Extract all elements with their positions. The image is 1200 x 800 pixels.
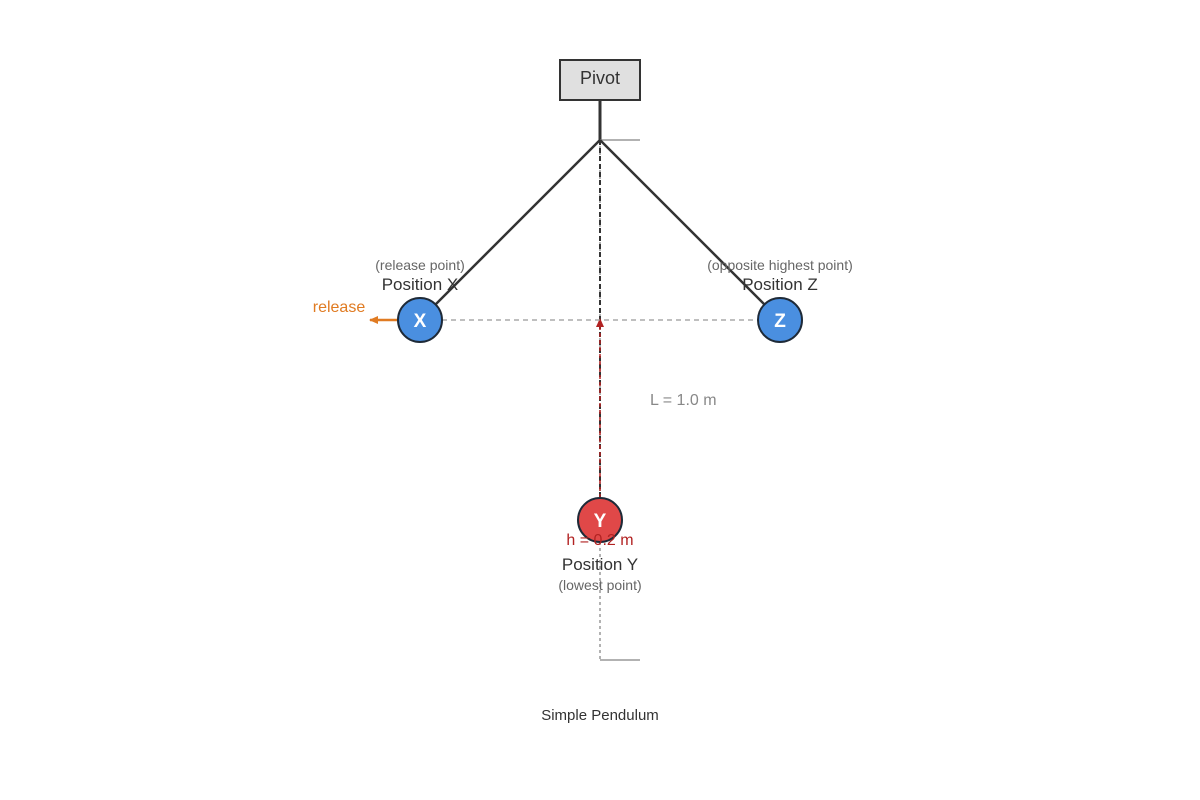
bob-x-letter: X	[414, 311, 427, 332]
bob-z-circle	[757, 297, 803, 343]
position-z-label: Position Z	[742, 275, 818, 294]
height-label: h = 0.2 m	[566, 532, 633, 549]
bob-y-circle	[577, 497, 623, 543]
position-y-label: Position Y	[562, 555, 638, 574]
pivot-box	[559, 59, 641, 101]
bob-y: Y	[577, 497, 623, 543]
release-label: release	[313, 299, 366, 316]
position-x-label: Position X	[382, 275, 459, 294]
length-label: L = 1.0 m	[650, 392, 717, 409]
bob-x-circle	[397, 297, 443, 343]
string-to-z	[599, 139, 765, 305]
position-z-note: (opposite highest point)	[707, 257, 853, 273]
bob-z-letter: Z	[774, 311, 786, 332]
bob-x: X	[397, 297, 443, 343]
string-to-x	[435, 139, 601, 305]
position-y-note: (lowest point)	[558, 577, 641, 593]
pivot-block: Pivot	[559, 59, 641, 101]
bob-z: Z	[757, 297, 803, 343]
position-x-note: (release point)	[375, 257, 465, 273]
pivot-label: Pivot	[580, 68, 620, 88]
bob-y-letter: Y	[594, 511, 607, 532]
diagram-caption: Simple Pendulum	[541, 707, 659, 724]
